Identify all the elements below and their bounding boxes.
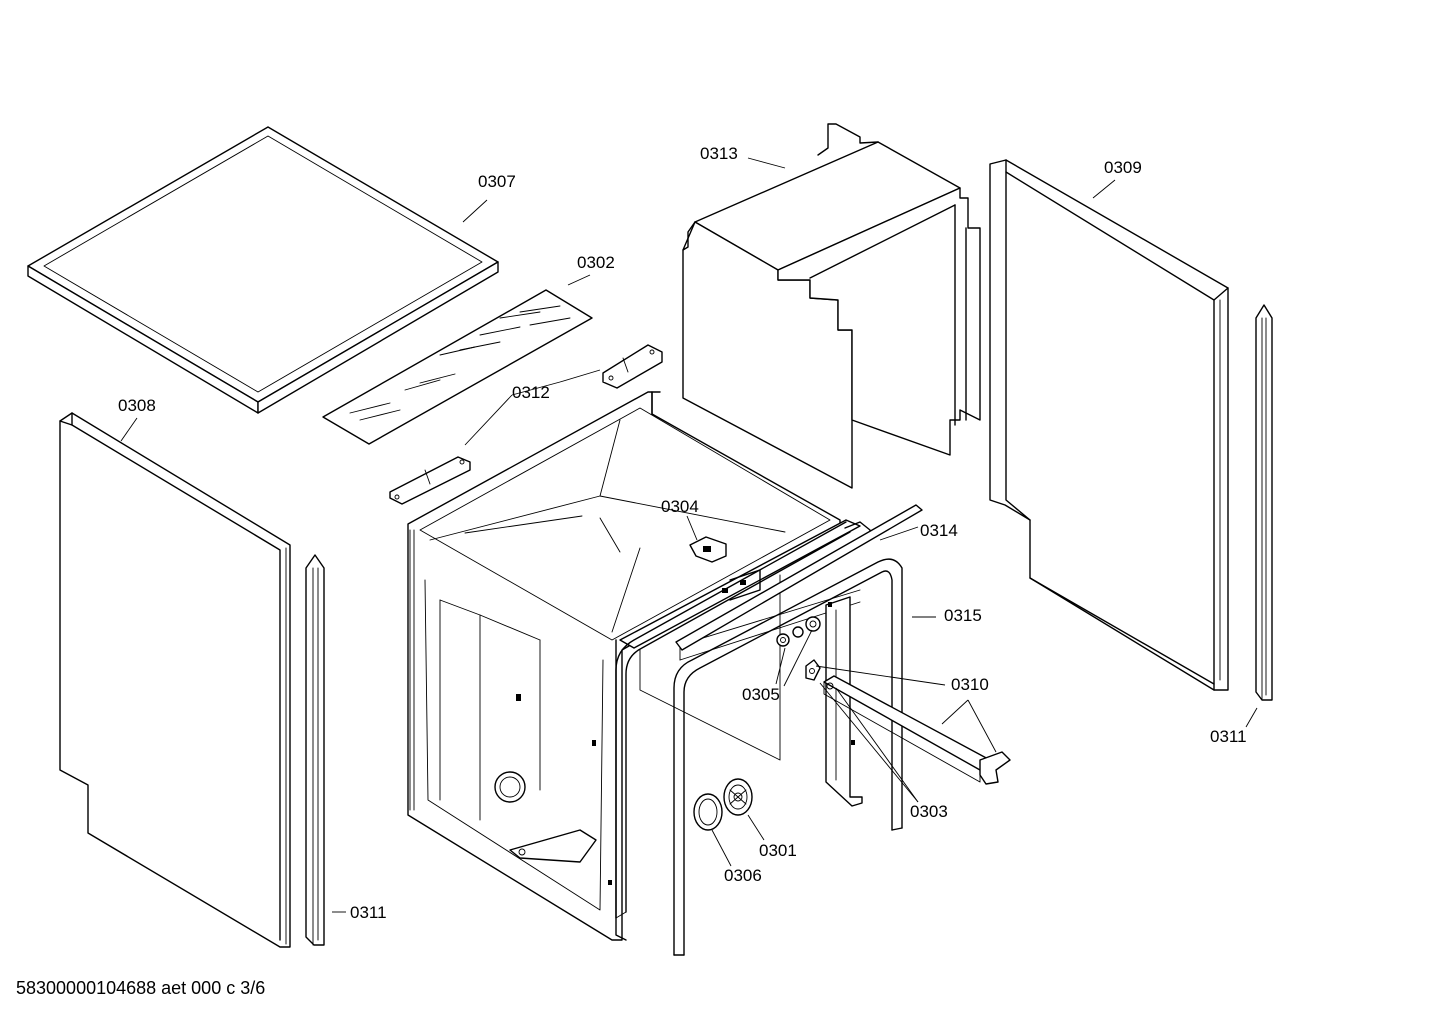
part-0304-clip (689, 536, 727, 563)
leader-lines (120, 157, 1258, 913)
part-0311-left-trim-strip (305, 554, 325, 946)
part-0315-door-seal (673, 558, 903, 956)
part-0302-insulation-strip (322, 289, 593, 445)
part-0309-right-side-panel (989, 159, 1229, 691)
part-0313-insulation-mat (682, 123, 981, 489)
label-0314: 0314 (920, 521, 958, 540)
part-0307-top-cover (27, 126, 499, 414)
label-0313: 0313 (700, 144, 738, 163)
label-0310: 0310 (951, 675, 989, 694)
part-0301-round-cap (723, 778, 753, 816)
drawing-reference-code: 58300000104688 aet 000 c 3/6 (16, 978, 266, 998)
label-0315: 0315 (944, 606, 982, 625)
label-0309: 0309 (1104, 158, 1142, 177)
label-0304: 0304 (661, 497, 699, 516)
label-0303: 0303 (910, 802, 948, 821)
part-0312-bracket-upper (602, 344, 663, 389)
label-0311-left: 0311 (350, 903, 387, 922)
part-0312-bracket-lower (389, 456, 471, 505)
label-0306: 0306 (724, 866, 762, 885)
label-0302: 0302 (577, 253, 615, 272)
label-0312: 0312 (512, 383, 550, 402)
label-0301: 0301 (759, 841, 797, 860)
part-0305-screws (776, 616, 821, 647)
label-0307: 0307 (478, 172, 516, 191)
part-0308-left-side-panel (59, 412, 291, 948)
label-0305: 0305 (742, 685, 780, 704)
part-0303-hinge-catch (805, 659, 821, 681)
label-0308: 0308 (118, 396, 156, 415)
part-0306-sealing-ring (693, 793, 723, 831)
door-seal-frame (615, 521, 851, 919)
part-0314-upper-seal (619, 504, 923, 651)
part-0311-right-trim-strip (1255, 304, 1273, 701)
label-0311-right: 0311 (1210, 727, 1247, 746)
part-labels: 0307 0302 0312 0313 0309 0308 0304 0314 … (118, 144, 1247, 922)
